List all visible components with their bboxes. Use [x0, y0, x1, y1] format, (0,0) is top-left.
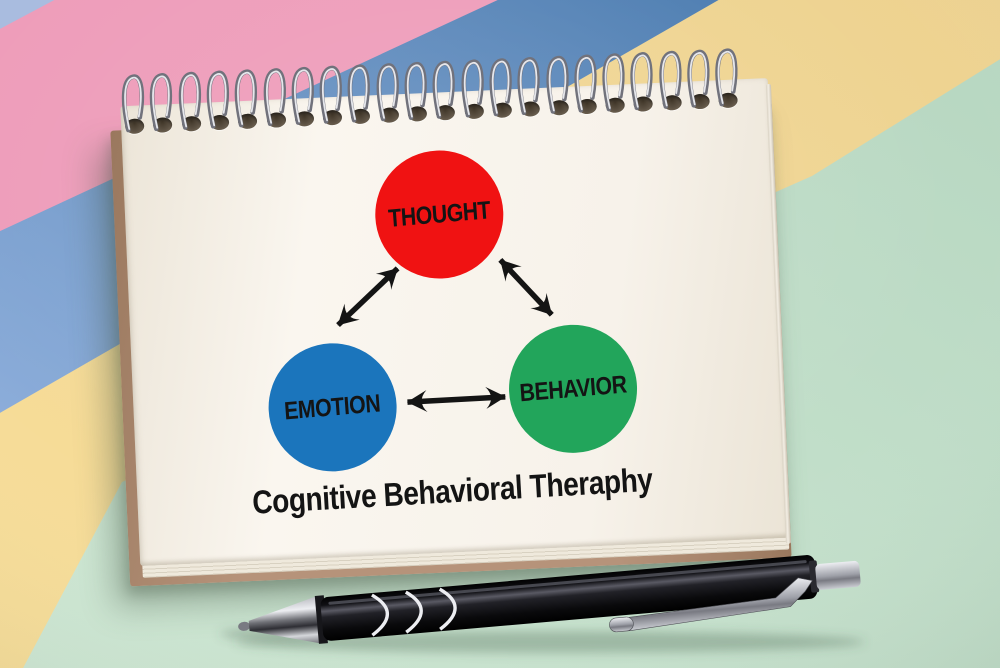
spiral-wire [121, 74, 145, 133]
spiral-wire [574, 54, 597, 113]
spiral-wire [319, 65, 342, 124]
pen [220, 555, 865, 653]
node-thought-label: THOUGHT [387, 195, 492, 233]
spiral-wire [263, 68, 286, 127]
pen-ballpoint-nib [238, 621, 251, 631]
pen-shadow [235, 631, 865, 653]
spiral-wire [150, 73, 173, 132]
notepad: THOUGHT EMOTION BEHAVIOR Cognitive Behav… [110, 48, 792, 587]
pen-barrel [320, 555, 818, 641]
spiral-wire [234, 69, 258, 128]
spiral-wire [630, 52, 653, 111]
spiral-wire [687, 49, 710, 108]
spiral-wire [291, 67, 314, 125]
pen-chevron-accent [404, 590, 423, 634]
spiral-wire [517, 57, 540, 116]
spiral-wire [545, 55, 569, 114]
pen-push-button [815, 560, 861, 590]
pen-tip-cone [248, 595, 322, 644]
node-behavior-label: BEHAVIOR [518, 369, 628, 407]
spiral-wire [602, 53, 625, 112]
spiral-wire [715, 48, 738, 107]
spiral-wire [178, 71, 201, 130]
node-emotion-label: EMOTION [283, 388, 382, 425]
pen-clip-paddle [609, 616, 634, 633]
spiral-wire [206, 70, 229, 129]
spiral-wire [461, 59, 484, 118]
spiral-binding [120, 48, 767, 135]
pen-chevron-accent [371, 593, 390, 637]
spiral-wire [432, 60, 456, 119]
pen-clip [615, 577, 813, 632]
spiral-wire [404, 62, 427, 120]
spiral-wire [489, 58, 512, 117]
spiral-wire [659, 51, 682, 109]
spiral-wire [376, 63, 399, 122]
pen-chevron-accent [438, 587, 457, 631]
spiral-wire [348, 64, 371, 123]
